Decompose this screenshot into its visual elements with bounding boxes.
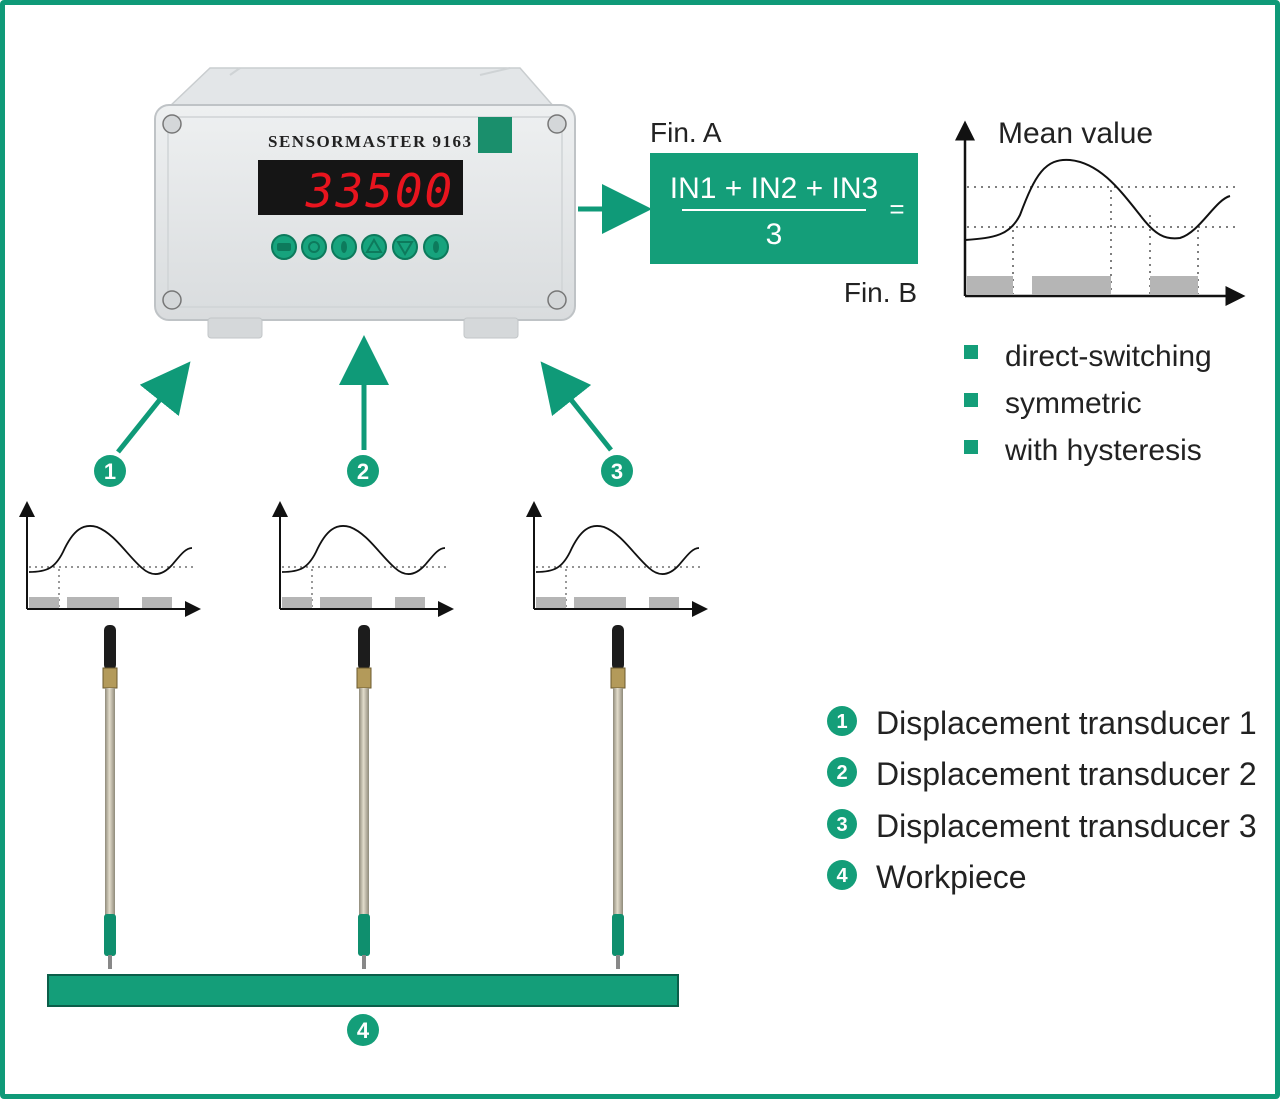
input-marker-1: 1 bbox=[94, 455, 126, 487]
switching-bar bbox=[395, 597, 425, 608]
fn-b-label: Fin. B bbox=[844, 277, 917, 308]
switching-mode: symmetric bbox=[1005, 387, 1142, 420]
legend-label: Displacement transducer 2 bbox=[876, 756, 1257, 792]
legend: 1 Displacement transducer 1 2 Displaceme… bbox=[827, 705, 1257, 895]
switching-bar bbox=[536, 597, 566, 608]
switching-bar bbox=[967, 276, 1013, 295]
displacement-transducer-3 bbox=[610, 625, 626, 969]
list-bullet bbox=[964, 440, 978, 454]
input-marker-3: 3 bbox=[601, 455, 633, 487]
legend-item: 4 Workpiece bbox=[827, 859, 1027, 895]
svg-text:1: 1 bbox=[836, 711, 847, 733]
displacement-transducer-2 bbox=[356, 625, 372, 969]
input-arrow-3 bbox=[540, 361, 613, 452]
control-buttons[interactable] bbox=[271, 234, 449, 260]
svg-text:2: 2 bbox=[836, 762, 847, 784]
switching-bar bbox=[1032, 276, 1111, 295]
list-bullet bbox=[964, 393, 978, 407]
legend-label: Workpiece bbox=[876, 859, 1027, 895]
legend-item: 2 Displacement transducer 2 bbox=[827, 756, 1257, 792]
workpiece bbox=[47, 974, 679, 1007]
device-name: SENSORMASTER 9163 bbox=[268, 132, 473, 151]
input-marker-2: 2 bbox=[347, 455, 379, 487]
formula-denominator: 3 bbox=[766, 218, 783, 251]
legend-label: Displacement transducer 3 bbox=[876, 808, 1257, 844]
svg-text:3: 3 bbox=[836, 814, 847, 836]
input-arrow-1 bbox=[116, 361, 191, 454]
signal-chart-3 bbox=[526, 501, 708, 617]
switching-bar bbox=[1150, 276, 1198, 295]
signal-curve bbox=[535, 525, 700, 575]
switching-bar bbox=[282, 597, 312, 608]
formula-block: Fin. A IN1 + IN2 + IN3 3 = Fin. B bbox=[650, 117, 918, 308]
mean-value-chart: Mean value bbox=[955, 117, 1246, 306]
switching-bar bbox=[320, 597, 372, 608]
formula-box bbox=[650, 153, 918, 264]
svg-text:4: 4 bbox=[836, 865, 848, 887]
workpiece-marker: 4 bbox=[347, 1014, 379, 1046]
chart-title: Mean value bbox=[998, 117, 1153, 150]
switching-mode: with hysteresis bbox=[1004, 434, 1202, 467]
svg-text:4: 4 bbox=[357, 1018, 370, 1043]
formula-numerator: IN1 + IN2 + IN3 bbox=[670, 172, 878, 205]
legend-item: 1 Displacement transducer 1 bbox=[827, 705, 1257, 741]
signal-chart-2 bbox=[272, 501, 454, 617]
signal-chart-1 bbox=[19, 501, 201, 617]
displacement-transducer-1 bbox=[102, 625, 118, 969]
legend-item: 3 Displacement transducer 3 bbox=[827, 808, 1257, 844]
sensormaster-device: SENSORMASTER 9163 33500 bbox=[154, 67, 576, 339]
switching-bar bbox=[649, 597, 679, 608]
switching-modes-list: direct-switching symmetric with hysteres… bbox=[964, 340, 1212, 467]
switching-bar bbox=[67, 597, 119, 608]
switching-bar bbox=[574, 597, 626, 608]
svg-text:3: 3 bbox=[611, 459, 623, 484]
legend-label: Displacement transducer 1 bbox=[876, 705, 1257, 741]
signal-curve bbox=[281, 525, 446, 575]
formula-equals: = bbox=[889, 194, 904, 224]
mean-curve bbox=[964, 158, 1231, 241]
switching-bar bbox=[29, 597, 59, 608]
switching-bar bbox=[142, 597, 172, 608]
corner-screw bbox=[162, 114, 567, 310]
signal-curve bbox=[28, 525, 193, 575]
brand-logo bbox=[478, 117, 512, 153]
list-bullet bbox=[964, 345, 978, 359]
fn-a-label: Fin. A bbox=[650, 117, 722, 148]
refresh-icon[interactable] bbox=[301, 234, 327, 260]
switching-mode: direct-switching bbox=[1005, 340, 1212, 373]
display-value: 33500 bbox=[305, 164, 454, 218]
svg-text:1: 1 bbox=[104, 459, 116, 484]
svg-text:2: 2 bbox=[357, 459, 369, 484]
led-display bbox=[258, 160, 463, 215]
